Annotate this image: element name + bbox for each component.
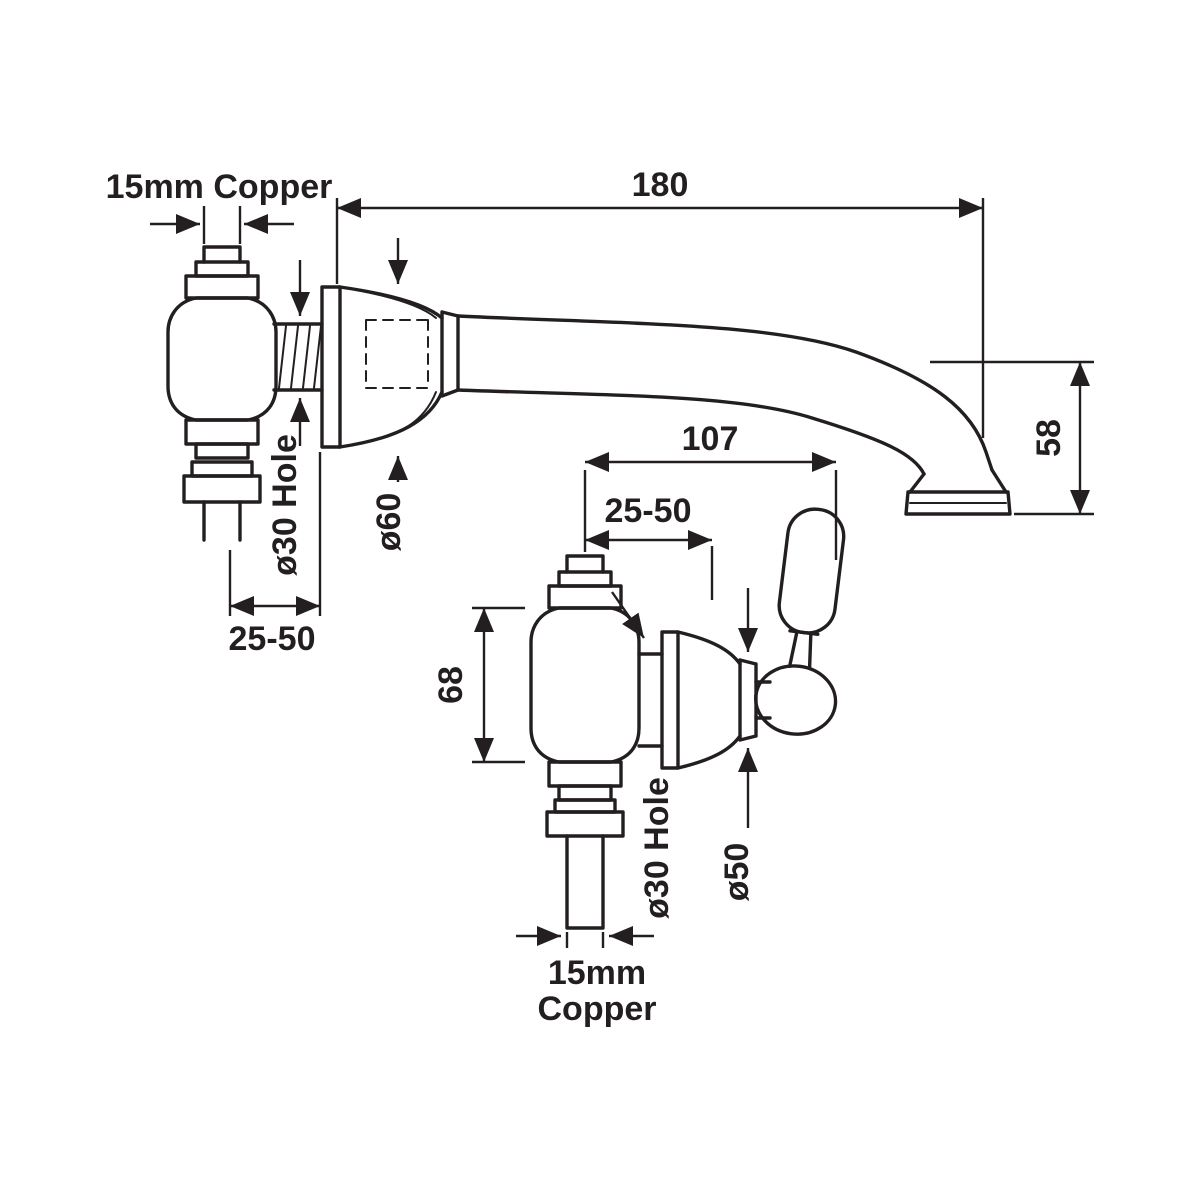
copper-label-top: 15mm Copper [106, 168, 333, 206]
copper-label-bottom-line2: Copper [538, 990, 657, 1028]
dim-25-50-label-bottom: 25-50 [605, 492, 692, 530]
labels-bottom-view: 107 25-50 68 ø30 Hole ø50 15mm Copper [432, 420, 756, 1028]
dim-107-label: 107 [682, 420, 739, 458]
spout-wall-flange-drawing [320, 285, 460, 449]
dia-30-hole-label-bottom: ø30 Hole [638, 777, 676, 919]
dim-180-label: 180 [632, 166, 689, 204]
isolation-valve-top-drawing [166, 245, 324, 542]
labels-top-view: 15mm Copper 180 58 ø60 ø30 Hole 25-50 [106, 166, 1068, 658]
spout-drawing [456, 314, 1012, 516]
dim-68-label: 68 [432, 666, 470, 704]
dia-60-label: ø60 [370, 493, 408, 552]
dimensions-top-view [150, 198, 1094, 616]
dia-30-hole-label-top: ø30 Hole [266, 434, 304, 576]
lever-handle-drawing [753, 507, 846, 736]
dim-58-label: 58 [1030, 419, 1068, 457]
dimensions-bottom-view [472, 452, 838, 948]
copper-label-bottom-line1: 15mm [548, 954, 646, 992]
dim-25-50-label-top: 25-50 [229, 620, 316, 658]
dia-50-label: ø50 [718, 843, 756, 902]
